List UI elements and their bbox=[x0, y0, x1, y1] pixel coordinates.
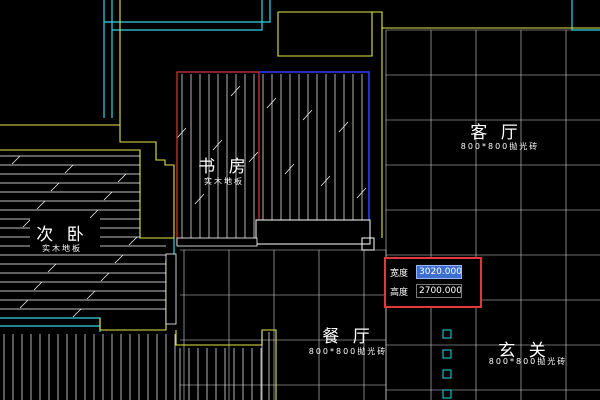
study-wood-floor bbox=[176, 74, 367, 238]
height-label: 高度 bbox=[390, 287, 409, 298]
height-input[interactable] bbox=[416, 284, 462, 298]
room-name-study: 书 房 bbox=[198, 157, 250, 177]
cad-line bbox=[117, 173, 127, 183]
cad-line bbox=[284, 163, 295, 175]
height-input-row: 高度 bbox=[390, 283, 462, 299]
cad-line bbox=[338, 121, 349, 133]
room-material-living: 800*800抛光砖 bbox=[460, 142, 540, 151]
bedroom-label-mask bbox=[30, 218, 100, 254]
entrance-marker-square bbox=[442, 349, 452, 359]
width-input[interactable] bbox=[416, 265, 462, 279]
cad-line bbox=[212, 139, 223, 151]
cad-line bbox=[47, 263, 57, 273]
cad-line bbox=[72, 308, 82, 318]
cad-line bbox=[33, 281, 43, 291]
cad-line bbox=[11, 155, 21, 165]
cad-line bbox=[100, 272, 110, 282]
cad-line bbox=[36, 200, 46, 210]
entrance-marker-square bbox=[442, 369, 452, 379]
study-desk bbox=[255, 219, 371, 245]
cad-line bbox=[230, 85, 241, 97]
room-name-living: 客 厅 bbox=[470, 123, 522, 143]
cad-line bbox=[248, 151, 259, 163]
cad-line bbox=[103, 191, 113, 201]
cad-line bbox=[302, 109, 313, 121]
cad-line bbox=[128, 236, 138, 246]
cad-line bbox=[266, 97, 277, 109]
selection-grip[interactable] bbox=[361, 237, 375, 251]
cad-line bbox=[356, 187, 367, 199]
cad-line bbox=[86, 290, 96, 300]
bedroom-door-jamb bbox=[165, 253, 177, 325]
cad-line bbox=[19, 299, 29, 309]
dynamic-input-panel: 宽度 高度 bbox=[384, 257, 482, 308]
width-label: 宽度 bbox=[390, 268, 409, 279]
cad-line bbox=[194, 193, 205, 205]
bottom-wood-floor bbox=[3, 332, 270, 400]
room-material-entrance: 800*800抛光砖 bbox=[488, 357, 568, 366]
room-material-study: 实木地板 bbox=[204, 177, 244, 186]
room-material-dining: 800*800抛光砖 bbox=[308, 347, 388, 356]
cad-line bbox=[64, 164, 74, 174]
cad-line bbox=[320, 175, 331, 187]
room-name-second-bedroom: 次 卧 bbox=[36, 225, 88, 245]
cad-line bbox=[176, 127, 187, 139]
entrance-marker-square bbox=[442, 329, 452, 339]
second-bedroom-wood-floor bbox=[0, 155, 166, 318]
study-selection-blue bbox=[259, 71, 370, 220]
room-name-dining: 餐 厅 bbox=[322, 327, 374, 347]
cad-line bbox=[50, 182, 60, 192]
room-name-entrance: 玄 关 bbox=[498, 341, 550, 361]
width-input-row: 宽度 bbox=[390, 264, 462, 280]
study-threshold bbox=[176, 237, 258, 247]
entrance-marker-square bbox=[442, 389, 452, 399]
cad-line bbox=[22, 218, 32, 228]
entrance-markers bbox=[442, 329, 452, 399]
cad-line bbox=[89, 209, 99, 219]
cad-line bbox=[114, 254, 124, 264]
room-material-second-bedroom: 实木地板 bbox=[42, 244, 82, 253]
